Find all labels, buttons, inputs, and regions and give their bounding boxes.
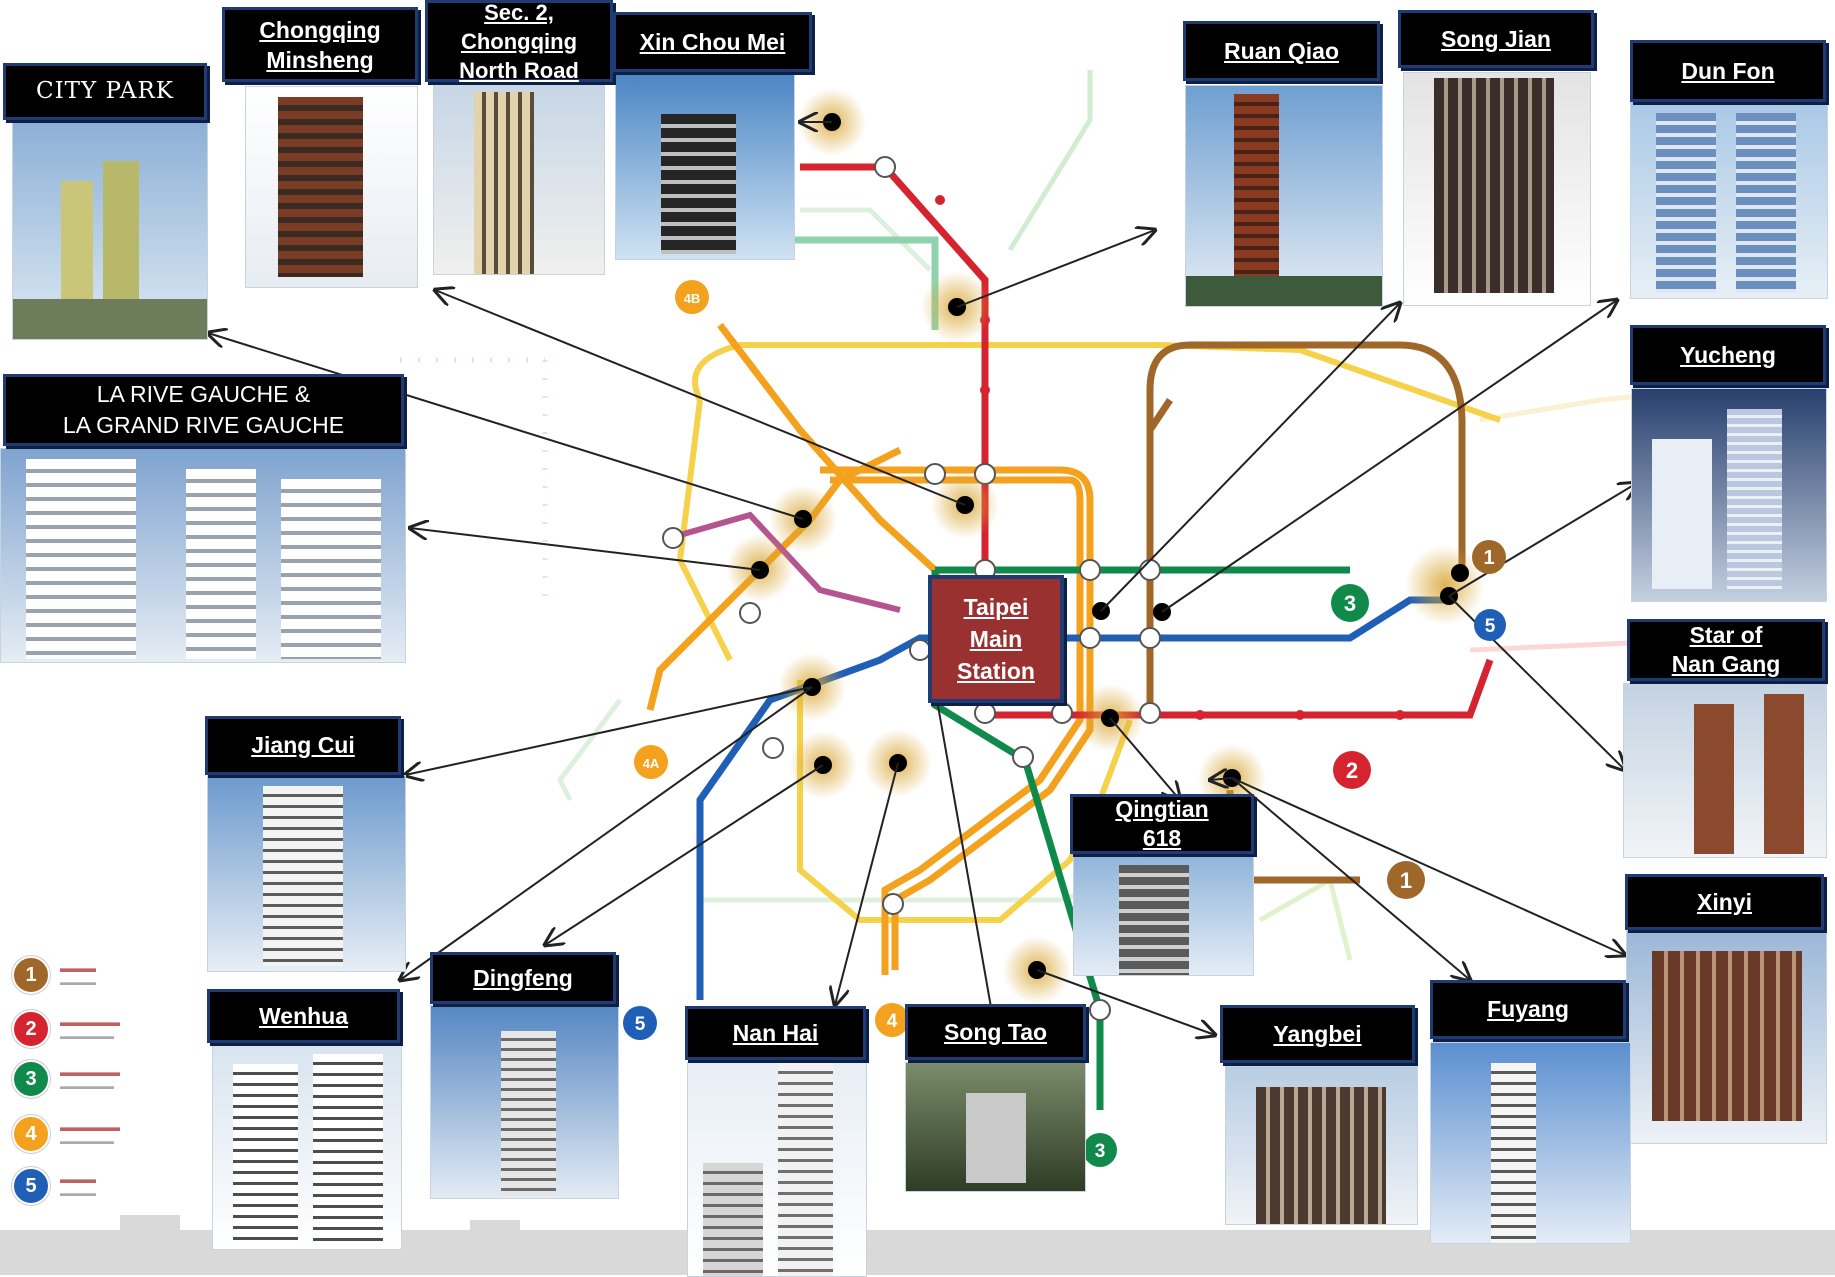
label-star-nangang: Star of Nan Gang xyxy=(1627,619,1825,681)
legend-badge-4: 4 xyxy=(12,1115,50,1153)
line-badges: 3 1 2 1 5 5 3 4 4B 4A xyxy=(623,280,1506,1167)
legend-text-2: ▬▬▬▬▬▬▬▬▬▬▬ xyxy=(60,1015,120,1041)
photo-nan-hai xyxy=(687,1062,867,1277)
label-city-park: CITY PARK xyxy=(3,63,207,120)
photo-dun-fon xyxy=(1630,102,1828,299)
photo-yucheng xyxy=(1631,388,1827,602)
legend-row-4: 4 ▬▬▬▬▬▬▬▬▬▬▬ xyxy=(12,1115,120,1153)
legend-text-1: ▬▬▬▬▬▬▬ xyxy=(60,961,96,987)
legend-badge-2: 2 xyxy=(12,1010,50,1048)
badge-3: 3 xyxy=(1344,591,1356,616)
photo-star-nangang xyxy=(1623,683,1827,858)
legend-badge-5: 5 xyxy=(12,1167,50,1205)
legend-row-1: 1 ▬▬▬▬▬▬▬ xyxy=(12,956,96,994)
label-fuyang: Fuyang xyxy=(1430,980,1626,1039)
label-xinyi: Xinyi xyxy=(1625,874,1824,930)
photo-song-tao xyxy=(905,1062,1086,1192)
photo-song-jian xyxy=(1403,72,1591,306)
svg-text:3: 3 xyxy=(1095,1141,1106,1162)
photo-jiang-cui xyxy=(207,775,406,972)
label-yangbei: Yangbei xyxy=(1220,1005,1415,1063)
legend-row-5: 5 ▬▬▬▬▬▬▬ xyxy=(12,1167,96,1205)
label-jiang-cui: Jiang Cui xyxy=(205,716,401,775)
label-dun-fon: Dun Fon xyxy=(1630,40,1826,102)
photo-xinyi xyxy=(1626,930,1827,1144)
legend-text-5: ▬▬▬▬▬▬▬ xyxy=(60,1172,96,1198)
photo-xin-chou-mei xyxy=(615,73,795,260)
photo-qingtian xyxy=(1073,854,1254,976)
label-wenhua: Wenhua xyxy=(207,989,400,1043)
svg-text:1: 1 xyxy=(1400,868,1412,893)
svg-text:5: 5 xyxy=(635,1014,646,1035)
label-ruan-qiao: Ruan Qiao xyxy=(1183,21,1380,81)
svg-text:4: 4 xyxy=(887,1011,898,1032)
svg-text:4A: 4A xyxy=(643,756,660,771)
svg-text:4B: 4B xyxy=(684,291,701,306)
skyline xyxy=(0,1215,1835,1275)
label-chongqing-north: Sec. 2, Chongqing North Road xyxy=(425,0,613,83)
photo-yangbei xyxy=(1225,1066,1418,1225)
photo-wenhua xyxy=(212,1043,402,1250)
label-la-rive: LA RIVE GAUCHE & LA GRAND RIVE GAUCHE xyxy=(3,374,404,446)
photo-chongqing-minsheng xyxy=(245,86,418,288)
label-song-tao: Song Tao xyxy=(905,1004,1086,1060)
label-dingfeng: Dingfeng xyxy=(430,952,616,1004)
label-nan-hai: Nan Hai xyxy=(685,1006,866,1060)
legend-text-4: ▬▬▬▬▬▬▬▬▬▬▬ xyxy=(60,1120,120,1146)
legend-text-3: ▬▬▬▬▬▬▬▬▬▬▬ xyxy=(60,1065,120,1091)
blue-line xyxy=(696,596,1450,1000)
legend-badge-3: 3 xyxy=(12,1060,50,1098)
taipei-main-station: Taipei Main Station xyxy=(928,575,1064,703)
label-song-jian: Song Jian xyxy=(1398,10,1594,68)
svg-text:5: 5 xyxy=(1485,616,1496,637)
svg-text:1: 1 xyxy=(1483,547,1494,569)
photo-city-park xyxy=(12,120,208,340)
label-qingtian: Qingtian 618 xyxy=(1070,794,1254,854)
label-xin-chou-mei: Xin Chou Mei xyxy=(613,12,812,72)
photo-dingfeng xyxy=(430,1005,619,1199)
photo-ruan-qiao xyxy=(1185,85,1383,307)
label-yucheng: Yucheng xyxy=(1630,325,1826,385)
pointer-arrows xyxy=(208,122,1637,1035)
photo-chongqing-north xyxy=(433,83,605,275)
label-chongqing-minsheng: Chongqing Minsheng xyxy=(222,7,418,82)
legend-row-3: 3 ▬▬▬▬▬▬▬▬▬▬▬ xyxy=(12,1060,120,1098)
legend-badge-1: 1 xyxy=(12,956,50,994)
legend-row-2: 2 ▬▬▬▬▬▬▬▬▬▬▬ xyxy=(12,1010,120,1048)
svg-text:2: 2 xyxy=(1346,758,1358,783)
photo-la-rive xyxy=(0,448,406,663)
photo-fuyang xyxy=(1430,1042,1631,1244)
